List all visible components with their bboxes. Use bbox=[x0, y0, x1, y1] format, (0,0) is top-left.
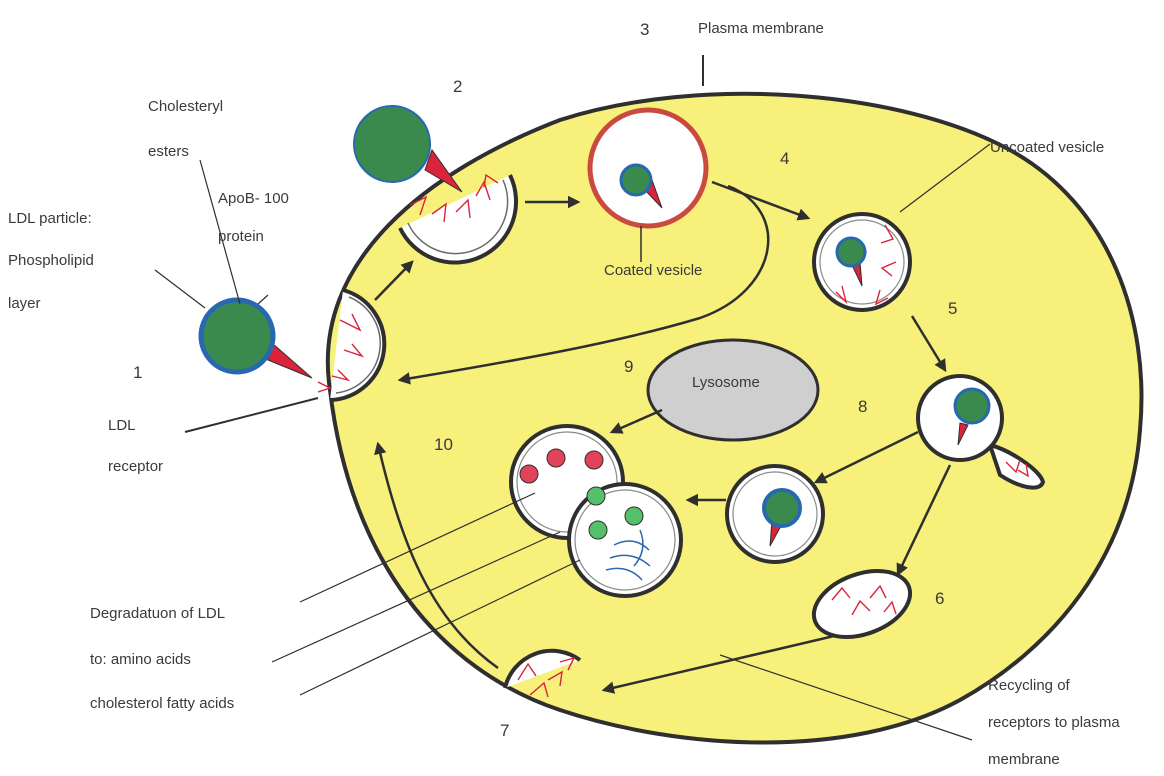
label-cholesteryl: Cholesteryl bbox=[148, 98, 223, 115]
label-degradation-1: Degradatuon of LDL bbox=[90, 605, 225, 622]
ldl-transport-vesicle bbox=[727, 466, 823, 562]
step-8: 8 bbox=[858, 397, 867, 416]
label-degradation-2: to: amino acids bbox=[90, 651, 191, 668]
step-7: 7 bbox=[500, 721, 509, 740]
label-plasma-membrane: Plasma membrane bbox=[698, 20, 824, 37]
label-esters: esters bbox=[148, 143, 189, 160]
label-receptor: receptor bbox=[108, 458, 163, 475]
ldl-particle-2 bbox=[354, 106, 462, 192]
step-2: 2 bbox=[453, 77, 462, 96]
label-coated-vesicle: Coated vesicle bbox=[604, 262, 702, 279]
label-layer: layer bbox=[8, 295, 41, 312]
uncoated-vesicle bbox=[814, 214, 910, 310]
step-10: 10 bbox=[434, 435, 453, 454]
step-6: 6 bbox=[935, 589, 944, 608]
ldl-particle-1 bbox=[201, 300, 312, 378]
step-4: 4 bbox=[780, 149, 789, 168]
label-lysosome: Lysosome bbox=[692, 374, 760, 391]
label-phospholipid: Phospholipid bbox=[8, 252, 94, 269]
label-recycling-1: Recycling of bbox=[988, 677, 1071, 694]
label-degradation-3: cholesterol fatty acids bbox=[90, 695, 234, 712]
label-ldl-particle: LDL particle: bbox=[8, 210, 92, 227]
label-recycling-2: receptors to plasma bbox=[988, 714, 1120, 731]
label-ldl: LDL bbox=[108, 417, 136, 434]
step-1: 1 bbox=[133, 363, 142, 382]
step-9: 9 bbox=[624, 357, 633, 376]
label-apob: ApoB- 100 bbox=[218, 190, 289, 207]
label-uncoated-vesicle: Uncoated vesicle bbox=[990, 139, 1104, 156]
label-protein: protein bbox=[218, 228, 264, 245]
step-5: 5 bbox=[948, 299, 957, 318]
step-3: 3 bbox=[640, 20, 649, 39]
label-recycling-3: membrane bbox=[988, 751, 1060, 768]
